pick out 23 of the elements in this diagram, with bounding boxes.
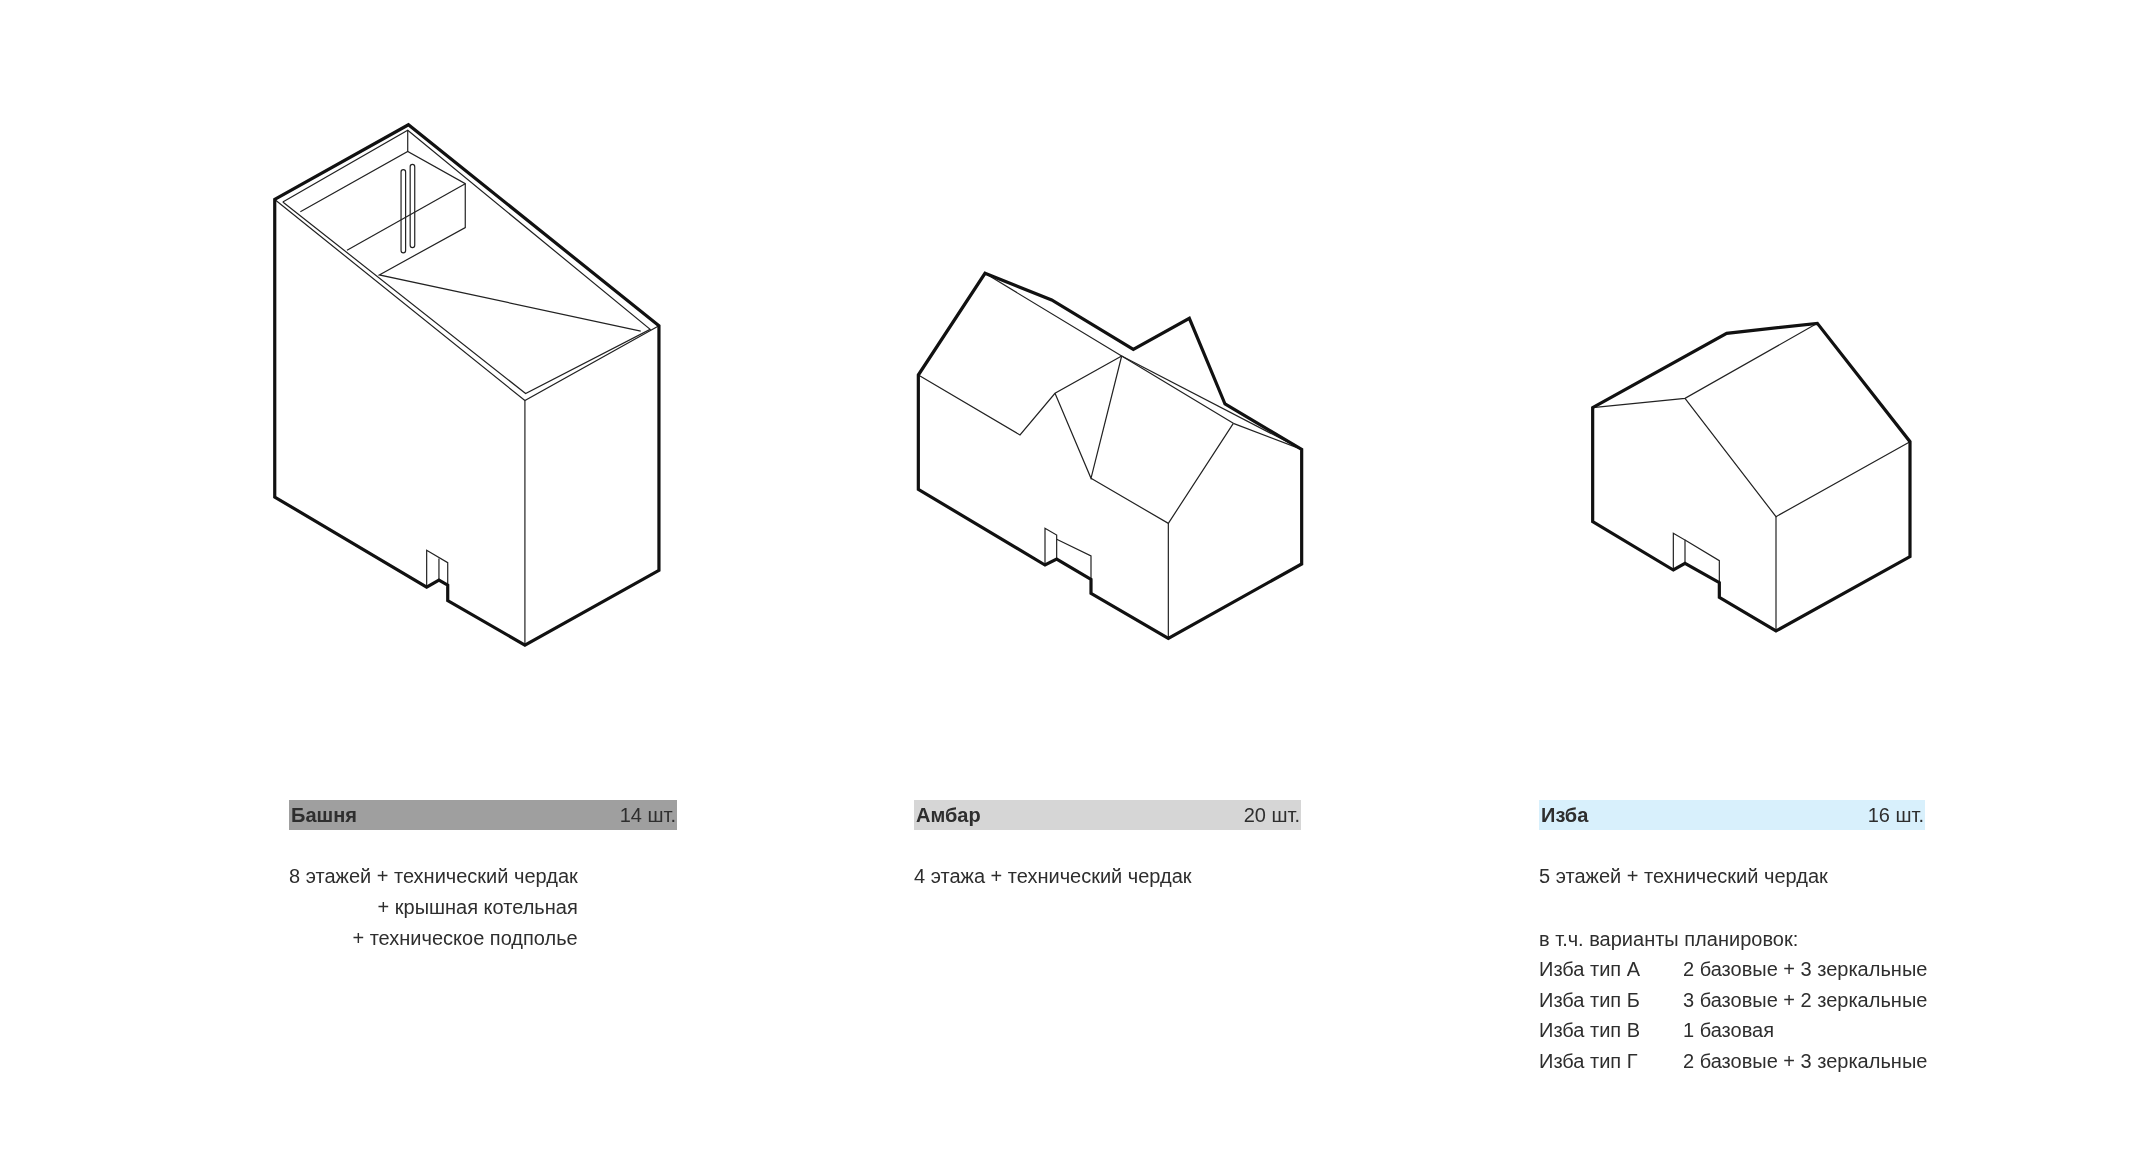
layout-type-name: Изба тип А — [1539, 957, 1641, 982]
layout-variant-text: 2 базовые + 3 зеркальные — [1683, 957, 1928, 982]
layout-variant-text: 3 базовые + 2 зеркальные — [1683, 987, 1928, 1013]
layout-type-name: Изба тип Г — [1539, 1048, 1638, 1074]
unit-count: 20 шт. — [1243, 804, 1300, 826]
header-bar — [1539, 800, 1925, 830]
layout-type-name: Изба тип В — [1539, 1018, 1641, 1043]
description-text: 5 этажей + технический чердак — [1539, 864, 1828, 889]
building-type-name: Башня — [291, 804, 357, 826]
description-text: + техническое подполье — [352, 926, 578, 951]
description-text: 8 этажей + технический чердак — [289, 864, 578, 889]
list-heading: в т.ч. варианты планировок: — [1539, 927, 1799, 952]
layout-variant-text: 2 базовые + 3 зеркальные — [1683, 1048, 1928, 1074]
building-type-name: Изба — [1541, 804, 1589, 826]
building-type-name: Амбар — [916, 804, 981, 826]
unit-count: 16 шт. — [1867, 804, 1924, 826]
header-bar — [289, 800, 677, 830]
layout-variant-text: 1 базовая — [1683, 1018, 1774, 1043]
header-bar — [914, 800, 1301, 830]
unit-count: 14 шт. — [619, 804, 676, 826]
description-text: + крышная котельная — [377, 895, 578, 920]
layout-type-name: Изба тип Б — [1539, 987, 1640, 1013]
description-text: 4 этажа + технический чердак — [914, 864, 1192, 889]
